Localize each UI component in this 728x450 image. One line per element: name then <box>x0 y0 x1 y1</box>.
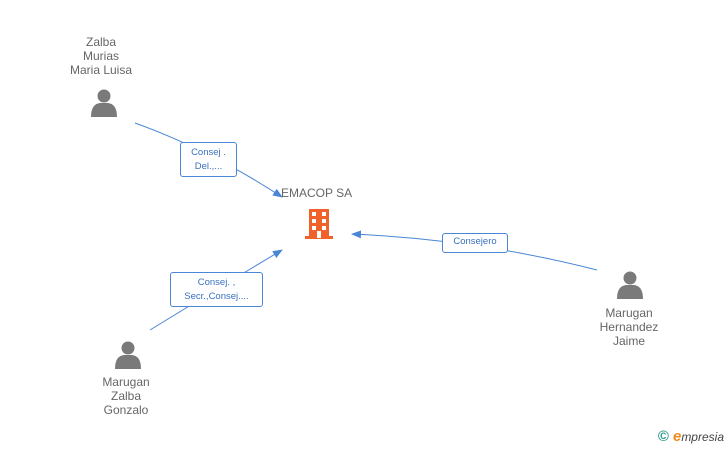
person-name-line: Marugan <box>102 375 150 389</box>
person-name-p2[interactable]: Marugan Zalba Gonzalo <box>66 375 186 417</box>
relation-label-p2[interactable]: Consej. , Secr.,Consej.... <box>170 272 263 307</box>
person-name-line: Zalba <box>85 35 117 49</box>
person-icon[interactable] <box>91 89 117 118</box>
relation-role-line: Consej . <box>191 147 226 158</box>
person-name-line: Zalba <box>110 389 142 403</box>
relation-label-p3[interactable]: Consejero <box>442 233 508 253</box>
empresia-watermark[interactable]: © empresia <box>658 428 724 445</box>
company-name[interactable]: EMACOP SA <box>281 186 353 200</box>
person-icon[interactable] <box>617 271 643 300</box>
brand-logo: empresia <box>672 428 724 445</box>
relation-role-line: Consejero <box>453 236 497 247</box>
relation-role-line: Consej. , <box>197 277 236 288</box>
person-name-line: Hernandez <box>599 320 659 334</box>
person-name-p3[interactable]: Marugan Hernandez Jaime <box>569 306 689 348</box>
relation-label-p1[interactable]: Consej . Del.,... <box>180 142 237 177</box>
copyright-icon: © <box>657 428 669 445</box>
relation-role-line: Secr.,Consej.... <box>184 291 249 302</box>
person-name-line: Marugan <box>605 306 653 320</box>
person-name-line: Gonzalo <box>103 403 149 417</box>
person-name-line: Jaime <box>612 334 645 348</box>
building-icon[interactable] <box>305 209 333 239</box>
person-name-line: Murias <box>82 49 119 63</box>
person-name-p1[interactable]: Zalba Murias Maria Luisa <box>41 35 161 77</box>
person-name-line: Maria Luisa <box>69 63 133 77</box>
person-icon[interactable] <box>115 341 141 370</box>
relation-role-line: Del.,... <box>194 161 223 172</box>
